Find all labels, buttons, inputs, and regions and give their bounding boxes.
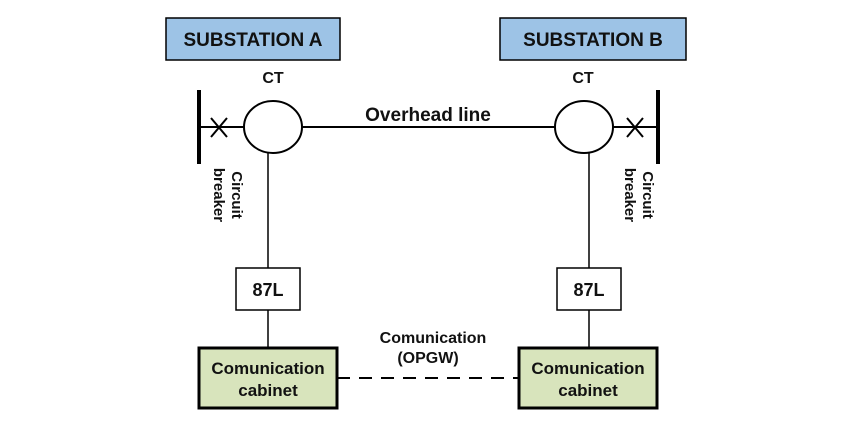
circuit-breaker-b-label: Circuit breaker [621, 168, 656, 222]
ct-b-circle [554, 100, 614, 154]
circuit-breaker-b-label-line2: breaker [621, 168, 638, 222]
communication-cabinet-a: Comunication cabinet [197, 346, 339, 410]
substation-b-title-text: SUBSTATION B [523, 30, 663, 51]
communication-cabinet-b: Comunication cabinet [517, 346, 659, 410]
communication-cabinet-a-label-line2: cabinet [238, 381, 298, 400]
communication-cabinet-b-label-line1: Comunication [531, 359, 644, 378]
substation-b-title-box [499, 17, 687, 61]
communication-cabinet-a-box [197, 346, 339, 410]
circuit-breaker-a-label-line2: breaker [210, 168, 227, 222]
relay-87l-b-box [556, 267, 622, 311]
circuit-breaker-b-symbol [626, 117, 644, 138]
communication-cabinet-b-label-line2: cabinet [558, 381, 618, 400]
overhead-line-label: Overhead line [365, 105, 491, 126]
relay-87l-a: 87L [235, 267, 301, 311]
substation-a-title-box [165, 17, 341, 61]
substation-a-title-text: SUBSTATION A [184, 30, 323, 51]
relay-87l-b: 87L [556, 267, 622, 311]
circuit-breaker-b-label-line1: Circuit [639, 171, 656, 219]
ct-a-label: CT [262, 70, 284, 87]
relay-87l-a-label: 87L [252, 280, 283, 300]
circuit-breaker-a-symbol [210, 117, 228, 138]
substation-b-title: SUBSTATION B [499, 17, 687, 61]
relay-87l-a-box [235, 267, 301, 311]
circuit-breaker-a-label: Circuit breaker [210, 168, 245, 222]
circuit-breaker-a-label-line1: Circuit [228, 171, 245, 219]
ct-a-circle [243, 100, 303, 154]
relay-87l-b-label: 87L [573, 280, 604, 300]
substation-a-title: SUBSTATION A [165, 17, 341, 61]
communication-cabinet-a-label-line1: Comunication [211, 359, 324, 378]
communication-label-line2: (OPGW) [397, 350, 458, 367]
ct-b-label: CT [572, 70, 594, 87]
communication-label-line1: Comunication [380, 330, 487, 347]
